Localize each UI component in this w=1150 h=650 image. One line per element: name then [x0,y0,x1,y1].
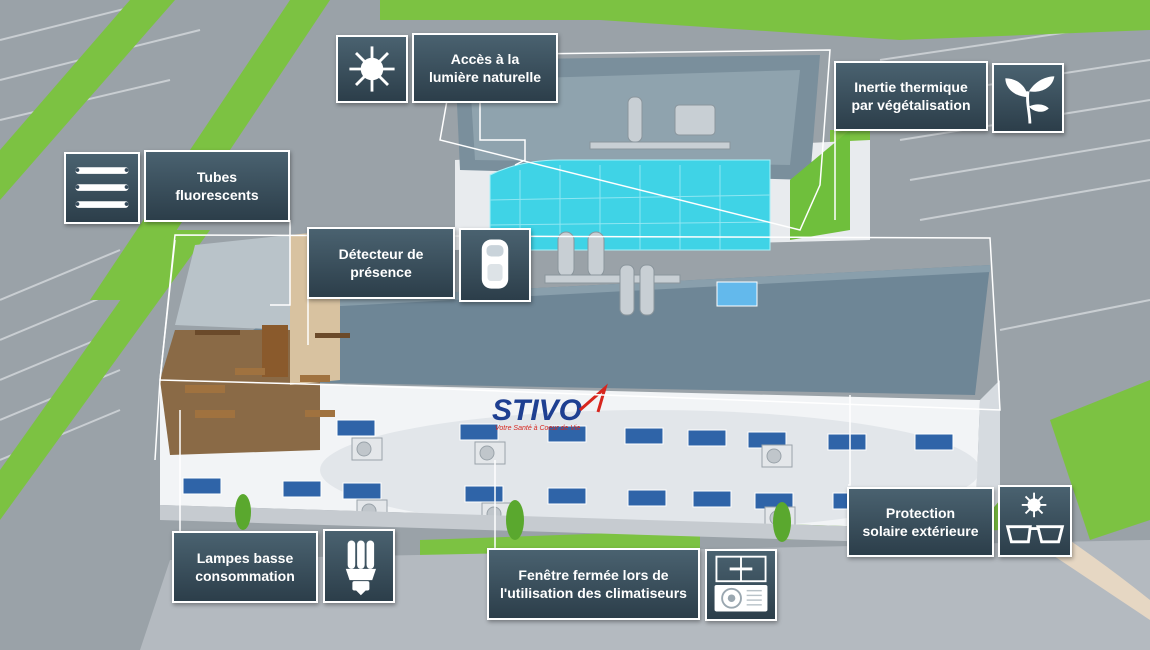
rooftop-equipment [544,96,731,316]
natural-light-label: Accès à la lumière naturelle [412,33,558,103]
cfl-bulb-icon [345,540,376,596]
low-energy-label: Lampes basse consommation [172,531,318,603]
green-roof-icon-box [992,63,1064,133]
window-closed-label: Fenêtre fermée lors de l'utilisation des… [487,548,700,620]
sun-glasses-icon [1005,492,1065,544]
fluorescent-tubes-icon [75,167,129,208]
window-air-conditioner-icon [714,555,768,612]
plant-icon [1005,76,1055,124]
green-roof-label: Inertie thermique par végétalisation [834,61,988,131]
low-energy-icon-box [323,529,395,603]
fluorescent-icon-box [64,152,140,224]
office-door [262,325,288,377]
sun-protection-icon-box [998,485,1072,557]
natural-light-icon-box [336,35,408,103]
shrubs [235,494,791,542]
presence-icon-box [459,228,531,302]
logo-tagline: Votre Santé à Coeur de Vie [495,425,580,432]
windows [182,419,954,510]
sun-icon [349,46,395,92]
sun-protection-label: Protection solaire extérieure [847,487,994,557]
office-shelves [195,330,350,338]
presence-label: Détecteur de présence [307,227,455,299]
motion-sensor-icon [481,239,509,289]
logo-name: STIVO [492,394,582,427]
stivo-logo: STIVO Votre Santé à Coeur de Vie [492,383,608,432]
roof-window [716,281,758,307]
window-closed-icon-box [705,549,777,621]
office-desks [185,368,335,418]
fluorescent-label: Tubes fluorescents [144,150,290,222]
